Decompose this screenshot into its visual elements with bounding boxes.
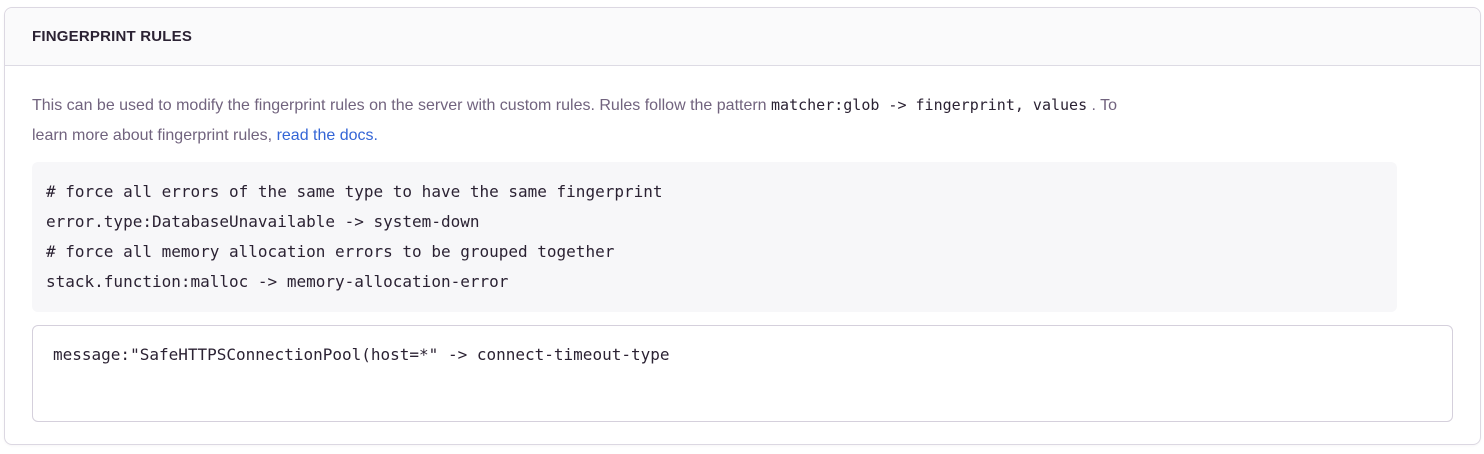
- panel-body: This can be used to modify the fingerpri…: [5, 66, 1480, 446]
- fingerprint-rules-input[interactable]: message:"SafeHTTPSConnectionPool(host=*"…: [32, 325, 1453, 422]
- description: This can be used to modify the fingerpri…: [32, 90, 1453, 151]
- description-line-2: learn more about fingerprint rules, read…: [32, 121, 1453, 151]
- read-the-docs-link[interactable]: read the docs.: [276, 127, 378, 144]
- pattern-inline-code: matcher:glob -> fingerprint, values: [771, 96, 1088, 114]
- description-text-2: learn more about fingerprint rules,: [32, 127, 277, 144]
- example-rules-code-block: # force all errors of the same type to h…: [32, 162, 1397, 312]
- description-text-1-suffix: . To: [1087, 97, 1118, 114]
- fingerprint-rules-panel: FINGERPRINT RULES This can be used to mo…: [4, 7, 1481, 445]
- panel-header: FINGERPRINT RULES: [5, 8, 1480, 66]
- description-line-1: This can be used to modify the fingerpri…: [32, 90, 1453, 121]
- description-text-1: This can be used to modify the fingerpri…: [32, 97, 772, 114]
- panel-title: FINGERPRINT RULES: [32, 28, 193, 45]
